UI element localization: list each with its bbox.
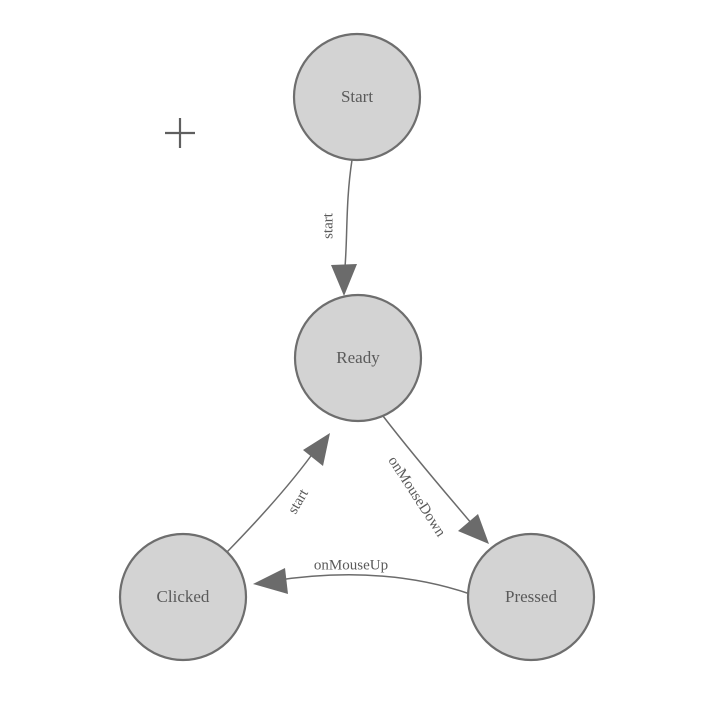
edge-arrowhead-start-to-ready [331,264,357,296]
node-start[interactable]: Start [292,32,422,162]
edge-label-start-to-ready: start [320,212,336,239]
edge-label-clicked-to-ready: start [285,486,312,517]
node-clicked[interactable]: Clicked [118,532,248,662]
crosshair-icon [165,118,195,148]
edge-label-ready-to-pressed: onMouseDown [385,454,449,541]
edge-label-pressed-to-clicked: onMouseUp [314,557,388,573]
node-pressed[interactable]: Pressed [466,532,596,662]
edge-arrowhead-ready-to-pressed [458,514,489,544]
node-pressed-circle[interactable] [466,532,596,662]
edge-arrowhead-pressed-to-clicked [253,568,288,594]
edge-ready-to-pressed[interactable] [382,415,489,544]
edge-pressed-to-clicked[interactable] [253,568,471,595]
edge-path-ready-to-pressed [382,415,478,531]
edge-path-clicked-to-ready [226,448,317,553]
node-start-circle[interactable] [292,32,422,162]
node-ready-circle[interactable] [293,293,423,423]
edge-start-to-ready[interactable] [331,159,357,296]
node-ready[interactable]: Ready [293,293,423,423]
edge-arrowhead-clicked-to-ready [303,433,330,466]
edge-path-pressed-to-clicked [271,574,471,595]
edge-clicked-to-ready[interactable] [226,433,330,553]
node-clicked-circle[interactable] [118,532,248,662]
edge-path-start-to-ready [343,159,353,279]
